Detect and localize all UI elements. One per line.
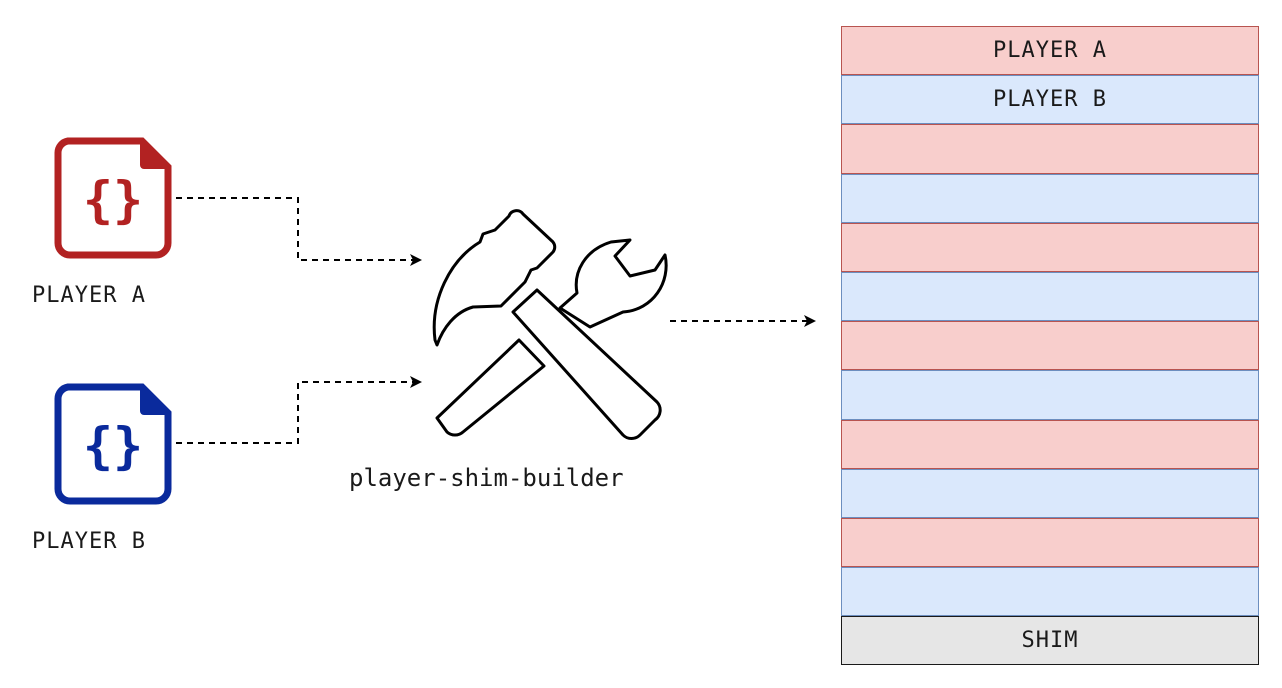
stack-row-player-b	[841, 173, 1259, 223]
stack-row-player-a	[841, 124, 1259, 174]
player-b-label: PLAYER B	[32, 529, 146, 554]
stack-row-player-b	[841, 567, 1259, 617]
stack-row-player-a	[841, 419, 1259, 469]
connector-player-b-to-builder	[176, 376, 422, 444]
stack-row-player-b	[841, 370, 1259, 420]
builder-label: player-shim-builder	[349, 464, 624, 492]
player-b-json-file-icon: {}	[54, 383, 172, 505]
connector-player-a-to-builder	[176, 197, 422, 266]
stack-row-player-b	[841, 271, 1259, 322]
player-a-json-file-icon: {}	[54, 137, 172, 259]
player-a-label: PLAYER A	[32, 283, 146, 308]
stack-row-player-a	[841, 517, 1259, 568]
hammer-wrench-icon	[432, 209, 668, 440]
stack-row-player-b	[841, 468, 1259, 518]
stack-row-player-a	[841, 321, 1259, 371]
svg-text:{}: {}	[83, 171, 143, 229]
svg-text:{}: {}	[83, 417, 143, 475]
stack-row-player-a: PLAYER A	[841, 26, 1259, 76]
stack-row-player-b: PLAYER B	[841, 75, 1259, 125]
stack-row-player-a	[841, 222, 1259, 272]
stack-row-shim: SHIM	[841, 616, 1259, 666]
